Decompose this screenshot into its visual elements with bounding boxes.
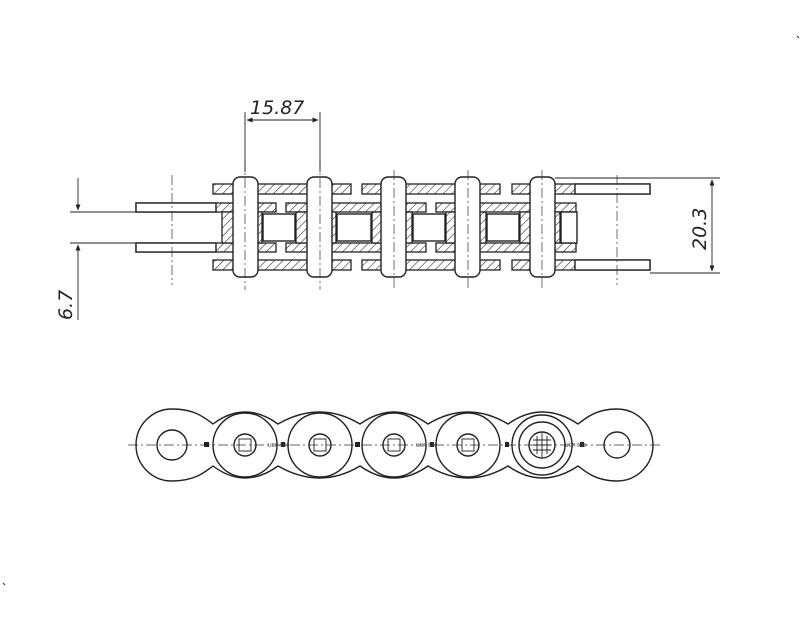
left-end-link bbox=[135, 202, 217, 253]
right-end-link bbox=[574, 183, 651, 271]
plate-marking: UCP-530 bbox=[416, 443, 437, 449]
roller-label: 6.7 bbox=[55, 290, 77, 320]
pitch-label: 15.87 bbox=[250, 97, 304, 119]
width-dimension: 20.3 bbox=[555, 177, 720, 274]
edge-tick bbox=[2, 582, 6, 586]
end-holes bbox=[156, 429, 631, 461]
plate-marking: UCP-530 bbox=[565, 443, 586, 449]
roller-dimension: 6.7 bbox=[55, 178, 136, 320]
pitch-dimension: 15.87 bbox=[244, 97, 321, 172]
side-view: UCP-530 UCP-530 UCP-530 bbox=[128, 408, 660, 482]
pins bbox=[232, 176, 556, 278]
link-circles bbox=[212, 412, 573, 478]
top-view: 15.87 20.3 6.7 bbox=[55, 97, 720, 320]
top-centerlines bbox=[171, 160, 618, 290]
pin-heads bbox=[233, 431, 556, 459]
width-label: 20.3 bbox=[689, 208, 711, 250]
edge-tick bbox=[796, 35, 800, 39]
plate-markings: UCP-530 UCP-530 UCP-530 bbox=[268, 443, 586, 449]
plate-marking: UCP-530 bbox=[268, 443, 289, 449]
link-markers bbox=[204, 442, 584, 447]
chain-profile bbox=[135, 408, 654, 482]
